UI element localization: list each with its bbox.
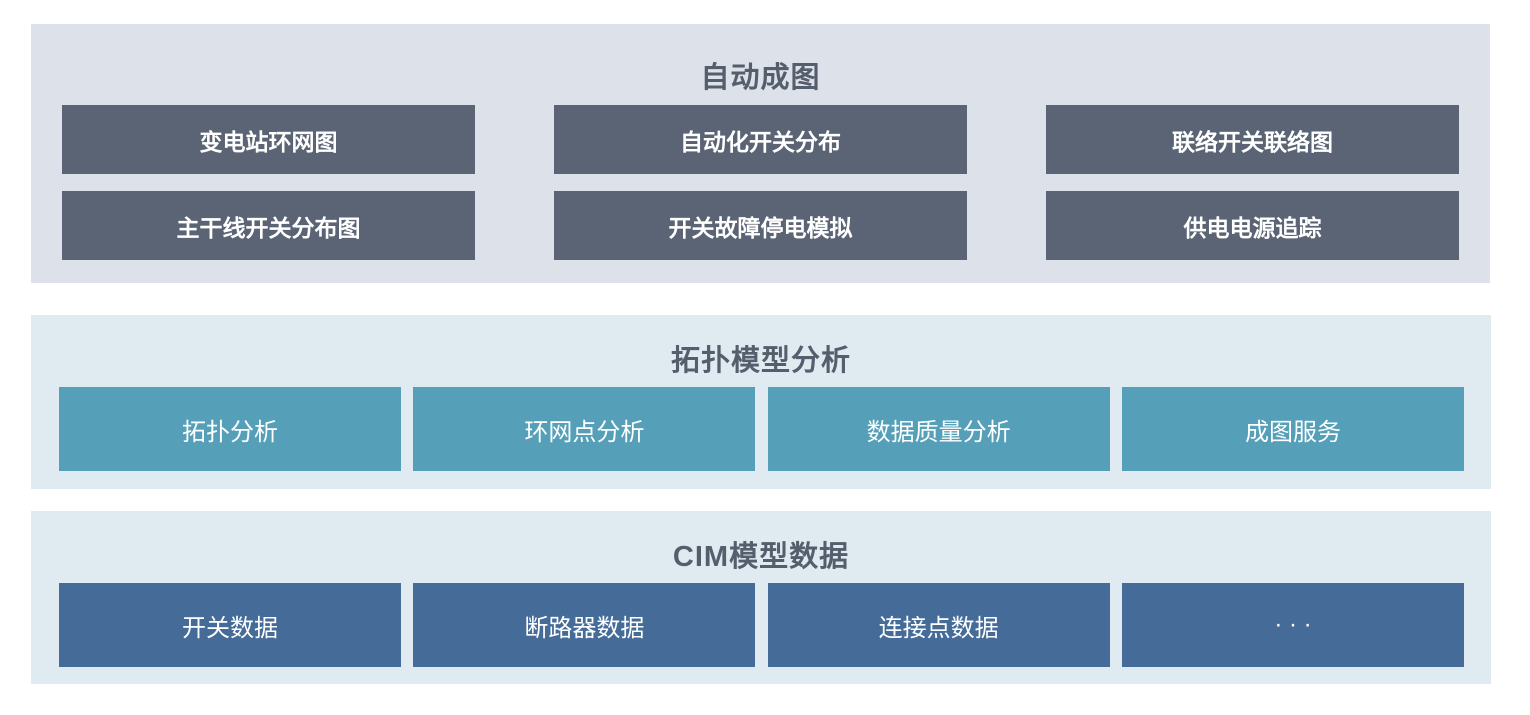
auto-mapping-row-2: 主干线开关分布图 开关故障停电模拟 供电电源追踪 [31, 191, 1490, 260]
section-cim-model-data: CIM模型数据 开关数据 断路器数据 连接点数据 · · · [31, 511, 1491, 684]
module-box-tie-switch-diagram: 联络开关联络图 [1046, 105, 1459, 174]
module-box-automated-switch-distribution: 自动化开关分布 [554, 105, 967, 174]
module-box-more-ellipsis: · · · [1121, 583, 1464, 667]
module-box-substation-ring-diagram: 变电站环网图 [62, 105, 475, 174]
section-title-cim-model-data: CIM模型数据 [672, 541, 850, 573]
section-topology-model-analysis: 拓扑模型分析 拓扑分析 环网点分析 数据质量分析 成图服务 [31, 315, 1491, 489]
module-box-switch-fault-outage-simulation: 开关故障停电模拟 [554, 191, 967, 260]
section-title-topology-model-analysis: 拓扑模型分析 [670, 345, 851, 377]
section-title-auto-mapping: 自动成图 [700, 62, 821, 94]
module-box-breaker-data: 断路器数据 [413, 583, 756, 667]
module-box-connection-point-data: 连接点数据 [767, 583, 1110, 667]
module-box-data-quality-analysis: 数据质量分析 [767, 387, 1110, 471]
topology-analysis-row: 拓扑分析 环网点分析 数据质量分析 成图服务 [31, 387, 1491, 471]
module-box-trunk-switch-distribution-diagram: 主干线开关分布图 [62, 191, 475, 260]
module-box-topology-analysis: 拓扑分析 [59, 387, 401, 471]
module-box-ring-point-analysis: 环网点分析 [413, 387, 756, 471]
section-auto-mapping: 自动成图 变电站环网图 自动化开关分布 联络开关联络图 主干线开关分布图 开关故… [31, 24, 1490, 283]
module-box-switch-data: 开关数据 [59, 583, 401, 667]
auto-mapping-row-1: 变电站环网图 自动化开关分布 联络开关联络图 [31, 105, 1490, 174]
cim-data-row: 开关数据 断路器数据 连接点数据 · · · [31, 583, 1491, 667]
module-box-mapping-service: 成图服务 [1121, 387, 1464, 471]
module-box-power-source-tracing: 供电电源追踪 [1046, 191, 1459, 260]
